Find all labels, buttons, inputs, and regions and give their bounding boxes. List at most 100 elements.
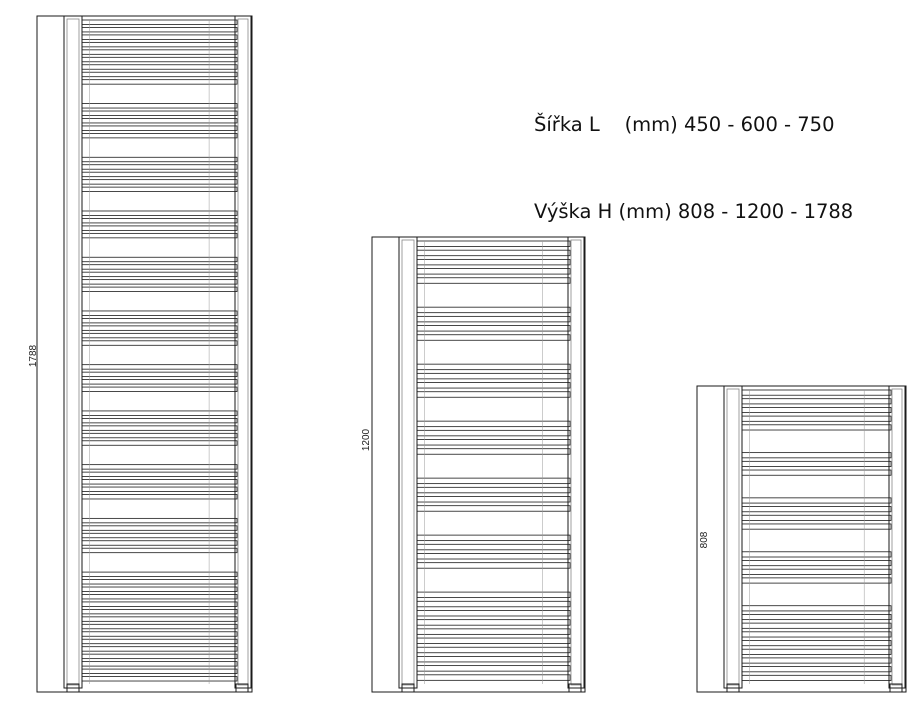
tube [741, 560, 892, 567]
tube [81, 532, 238, 539]
tube [81, 34, 238, 40]
tube [741, 631, 892, 638]
left-rail-inner [726, 388, 740, 686]
tube [81, 517, 238, 524]
height-label-1200: 1200 [361, 428, 372, 451]
tube [741, 497, 892, 504]
tube [81, 71, 238, 78]
right-rail-inner [237, 18, 249, 686]
tube [741, 389, 892, 396]
tube [81, 464, 238, 470]
tube [81, 232, 238, 239]
tube [741, 551, 892, 558]
tube [416, 477, 571, 485]
tube [741, 648, 892, 655]
tube [81, 668, 238, 674]
tube [741, 415, 892, 422]
tube [81, 432, 238, 439]
tube [81, 440, 238, 446]
tube [81, 79, 238, 85]
tube [741, 674, 892, 681]
tube [741, 568, 892, 575]
pipe-connector [235, 683, 249, 693]
tube [741, 469, 892, 476]
height-spec-line: Výška H (mm) 808 - 1200 - 1788 [534, 200, 854, 223]
back-frame [696, 385, 907, 693]
tube [81, 210, 238, 216]
tube [81, 623, 238, 630]
tube [81, 218, 238, 224]
tube [81, 118, 238, 124]
tube [741, 523, 892, 530]
pipe-connector [726, 683, 740, 693]
pipe-connector [401, 683, 415, 693]
tube [741, 424, 892, 431]
tube [416, 543, 571, 551]
tube [81, 125, 238, 131]
tube [741, 640, 892, 647]
left-rail [63, 15, 83, 689]
tube [81, 371, 238, 378]
tube [81, 19, 238, 25]
tube [81, 638, 238, 645]
tube [81, 103, 238, 109]
tube [416, 646, 571, 654]
tube [81, 579, 238, 585]
tube [416, 505, 571, 512]
tube [741, 506, 892, 513]
tube [416, 258, 571, 266]
left-rail-inner [66, 18, 80, 686]
tube [81, 379, 238, 385]
tube [416, 619, 571, 626]
tube [81, 186, 238, 192]
tube [416, 391, 571, 398]
dimension-spec: Šířka L (mm) 450 - 600 - 750 Výška H (mm… [534, 52, 853, 255]
radiator-1788: 1788 [28, 15, 253, 693]
tube [81, 676, 238, 682]
height-label-1788: 1788 [28, 344, 39, 367]
tube [741, 514, 892, 521]
pipe-connector [568, 683, 582, 693]
tube [81, 616, 238, 622]
tube [81, 594, 238, 600]
tube [741, 406, 892, 414]
width-spec-line: Šířka L (mm) 450 - 600 - 750 [534, 113, 835, 136]
pipe-connector [66, 683, 80, 693]
tube [81, 364, 238, 370]
tube [81, 410, 238, 416]
tube [81, 164, 238, 170]
tube [416, 277, 571, 284]
tube [81, 271, 238, 278]
tube [741, 622, 892, 629]
left-rail [398, 236, 418, 689]
pipe-connector [889, 683, 903, 693]
tube [416, 420, 571, 428]
tube [741, 605, 892, 612]
tube [416, 448, 571, 455]
tube [81, 171, 238, 178]
tube [416, 306, 571, 314]
tube [416, 656, 571, 663]
height-label-808: 808 [699, 531, 710, 548]
tube [81, 286, 238, 292]
tube [416, 363, 571, 371]
tube [416, 315, 571, 323]
tube [416, 562, 571, 569]
tube [81, 56, 238, 63]
tube [81, 586, 238, 592]
tube [81, 156, 238, 163]
tube [81, 494, 238, 500]
tube [81, 417, 238, 424]
tube [416, 637, 571, 644]
right-rail-inner [891, 388, 903, 686]
tube [81, 646, 238, 652]
tube [416, 325, 571, 332]
right-rail [234, 15, 252, 689]
tube [81, 386, 238, 392]
tube [81, 547, 238, 554]
tube [416, 429, 571, 437]
tube [416, 591, 571, 599]
tube [416, 674, 571, 681]
right-rail [567, 236, 585, 689]
